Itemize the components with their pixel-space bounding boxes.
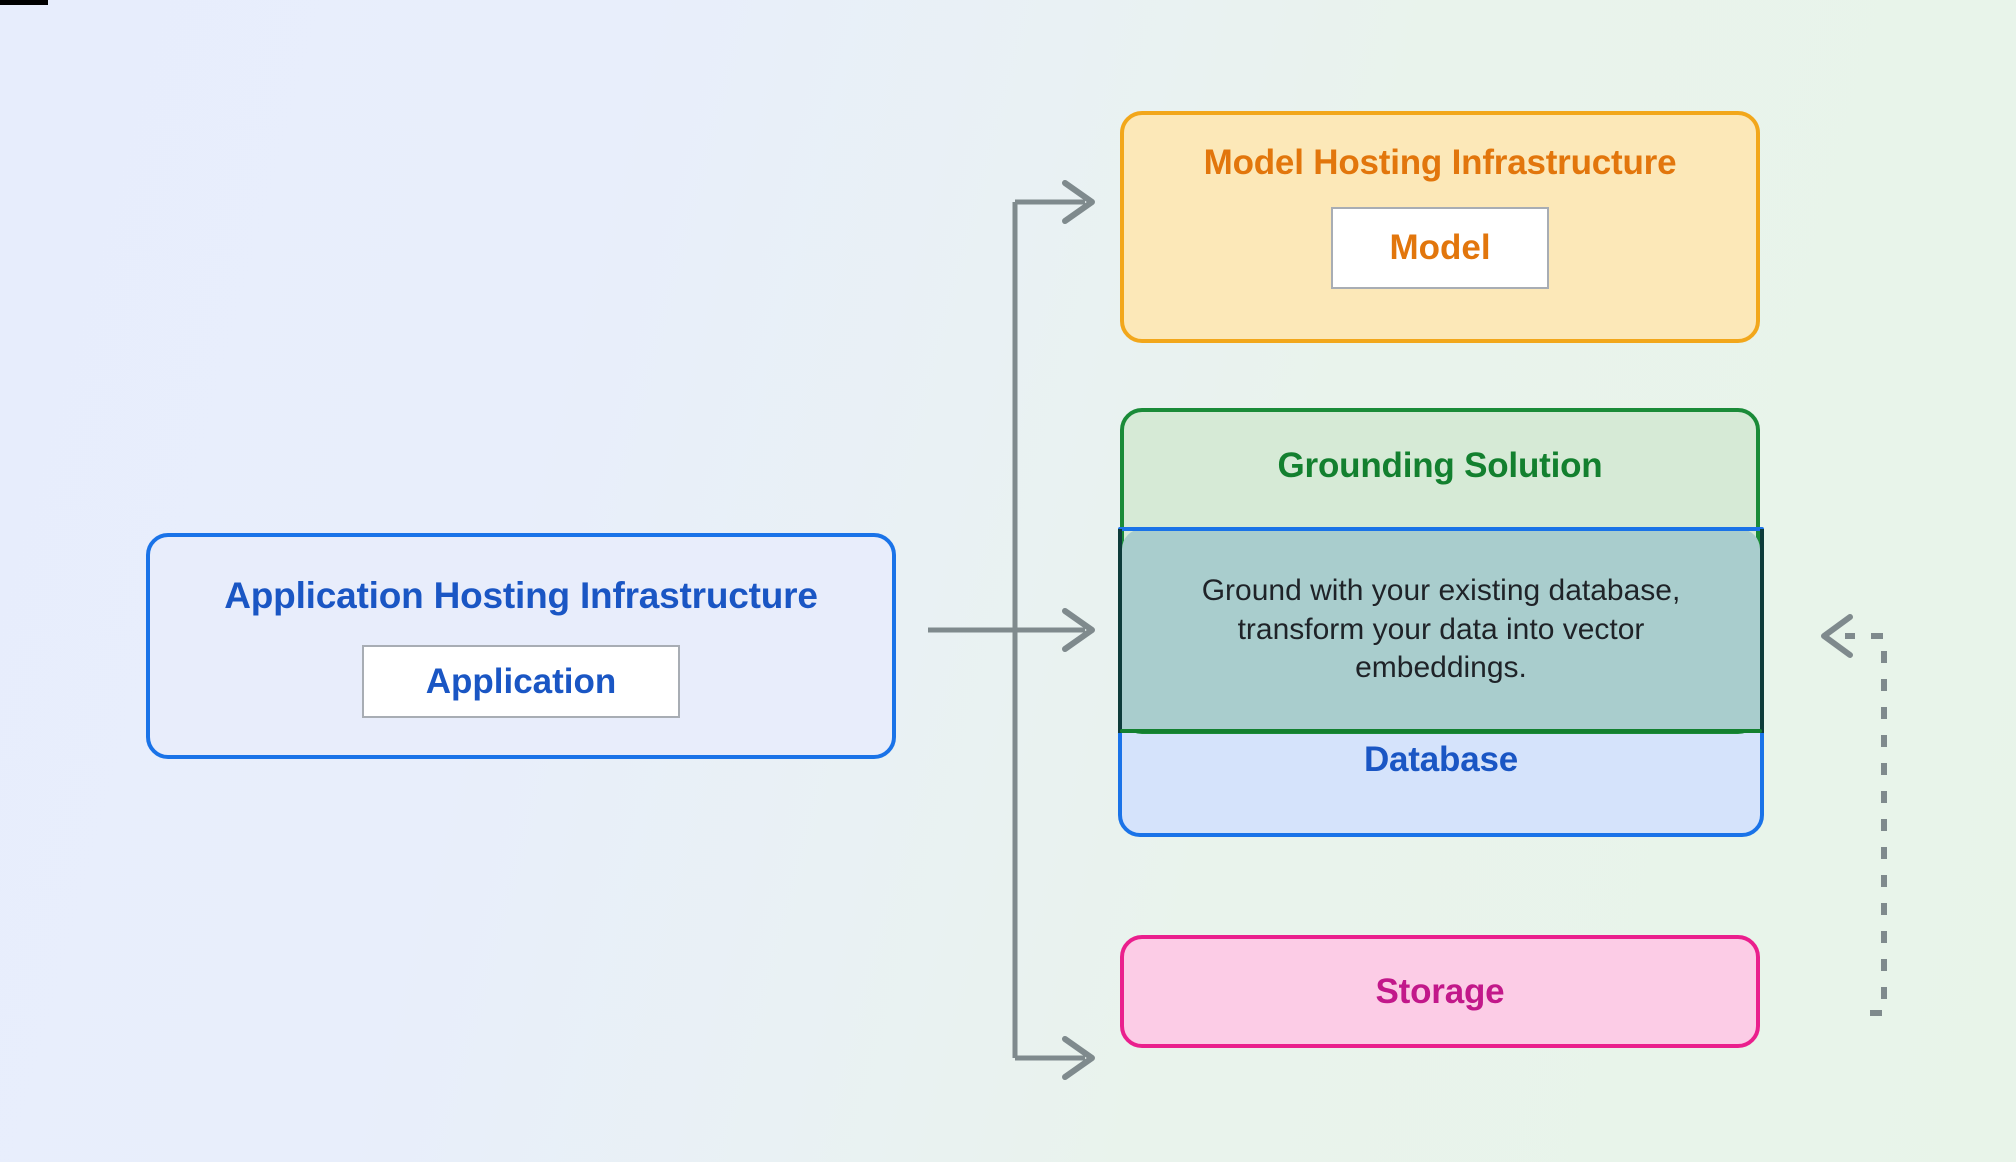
grounding-solution-description: Ground with your existing database, tran… [1201,574,1681,685]
arrowhead-grounding-icon [1062,608,1095,652]
grounding-database-overlap-region: Ground with your existing database, tran… [1122,529,1760,731]
overlap-right-border [1760,529,1764,733]
overlap-top-border [1118,527,1764,531]
arrowhead-storage-icon [1062,1036,1095,1080]
model-chip[interactable]: Model [1331,207,1549,289]
top-left-marker [0,0,48,5]
model-hosting-title: Model Hosting Infrastructure [1203,143,1677,182]
arrowhead-model-icon [1062,180,1095,224]
overlap-left-border [1118,529,1122,733]
application-hosting-infrastructure-box[interactable]: Application Hosting Infrastructure Appli… [146,533,896,759]
grounding-solution-title: Grounding Solution [1277,446,1603,485]
application-hosting-title: Application Hosting Infrastructure [224,575,818,616]
database-title: Database [1363,740,1519,779]
model-hosting-infrastructure-box[interactable]: Model Hosting Infrastructure Model [1120,111,1760,343]
connector-application-to-model [1015,180,1095,224]
application-chip[interactable]: Application [362,645,680,718]
overlap-bottom-border [1120,729,1762,733]
storage-box[interactable]: Storage [1120,935,1760,1048]
connector-application-to-grounding [1015,608,1095,652]
connector-application-trunk [928,202,1018,1058]
arrowhead-feedback-icon [1821,614,1853,658]
connector-application-to-storage [1015,1036,1095,1080]
connector-storage-to-grounding [1821,614,1887,1016]
storage-title: Storage [1375,971,1505,1011]
